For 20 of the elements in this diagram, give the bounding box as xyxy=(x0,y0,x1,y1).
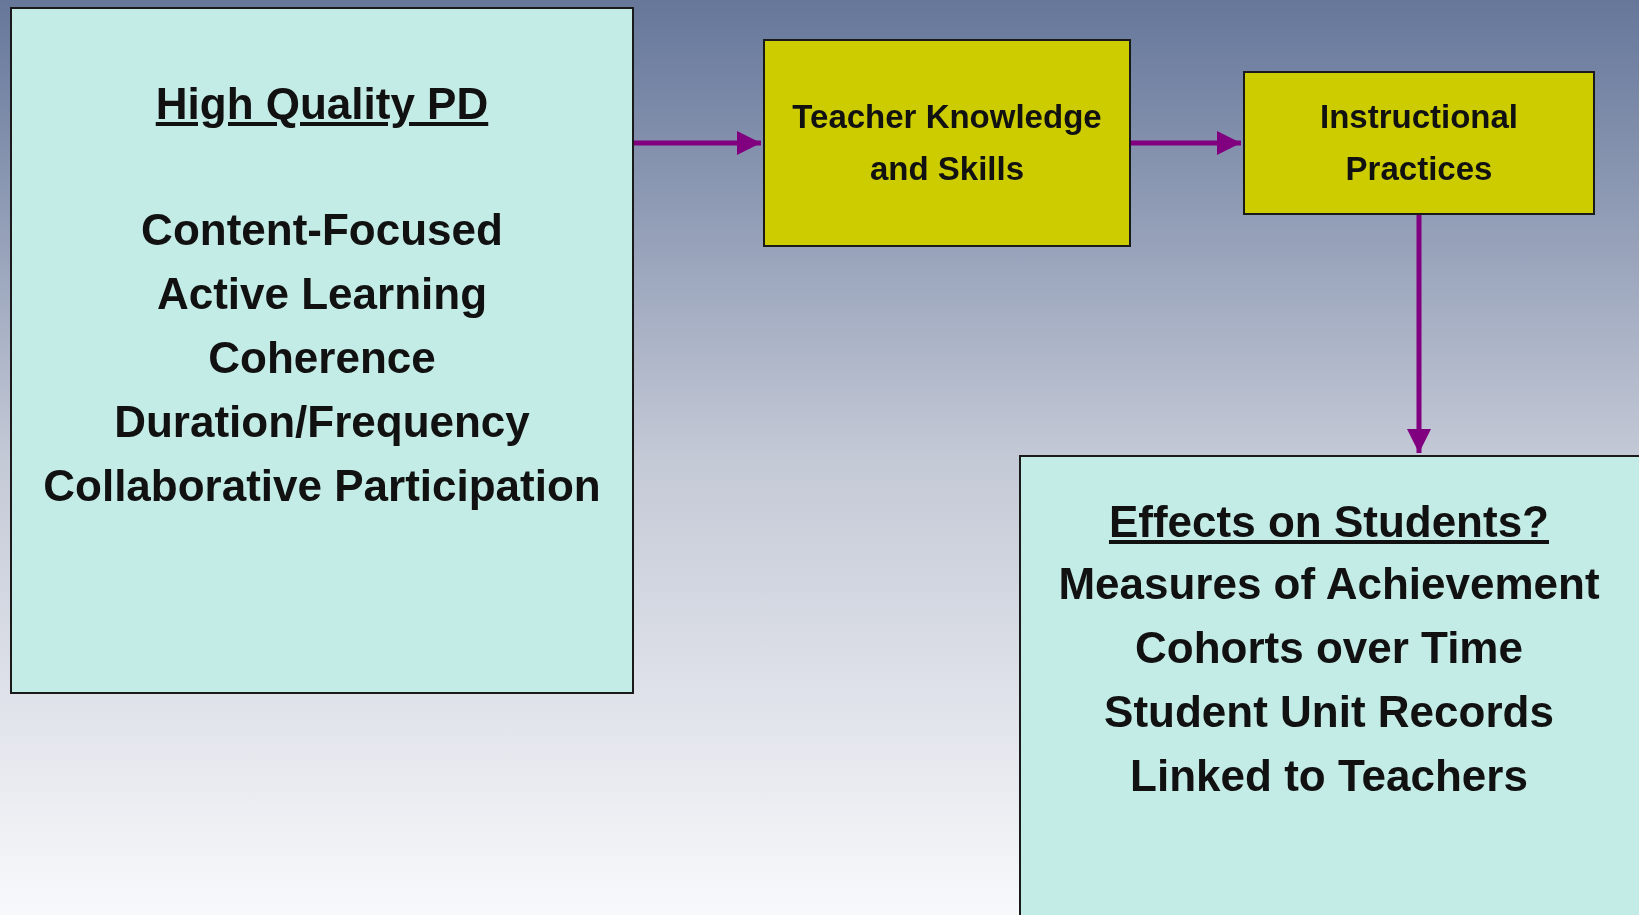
arrow xyxy=(634,131,761,155)
list-item: Content-Focused xyxy=(141,203,503,256)
list-item: Duration/Frequency xyxy=(114,395,530,448)
list-item: Active Learning xyxy=(156,267,488,320)
list-item: Cohorts over Time xyxy=(1135,622,1523,674)
list-item: Linked to Teachers xyxy=(1130,750,1528,802)
box-heading: Effects on Students? xyxy=(1108,496,1549,548)
process-box xyxy=(1243,71,1595,215)
box-heading: High Quality PD xyxy=(155,77,489,130)
list-item: Student Unit Records xyxy=(1104,686,1554,738)
box-label: Instructional Practices xyxy=(1319,97,1519,189)
list-item: Coherence xyxy=(208,331,436,384)
info-box xyxy=(1019,455,1639,915)
arrow xyxy=(1131,131,1241,155)
arrow xyxy=(1407,215,1431,453)
info-box xyxy=(10,7,634,694)
list-item: Measures of Achievement xyxy=(1058,558,1600,610)
box-label: Teacher Knowledge and Skills xyxy=(791,97,1103,189)
process-box xyxy=(763,39,1131,247)
list-item: Collaborative Participation xyxy=(43,459,601,512)
